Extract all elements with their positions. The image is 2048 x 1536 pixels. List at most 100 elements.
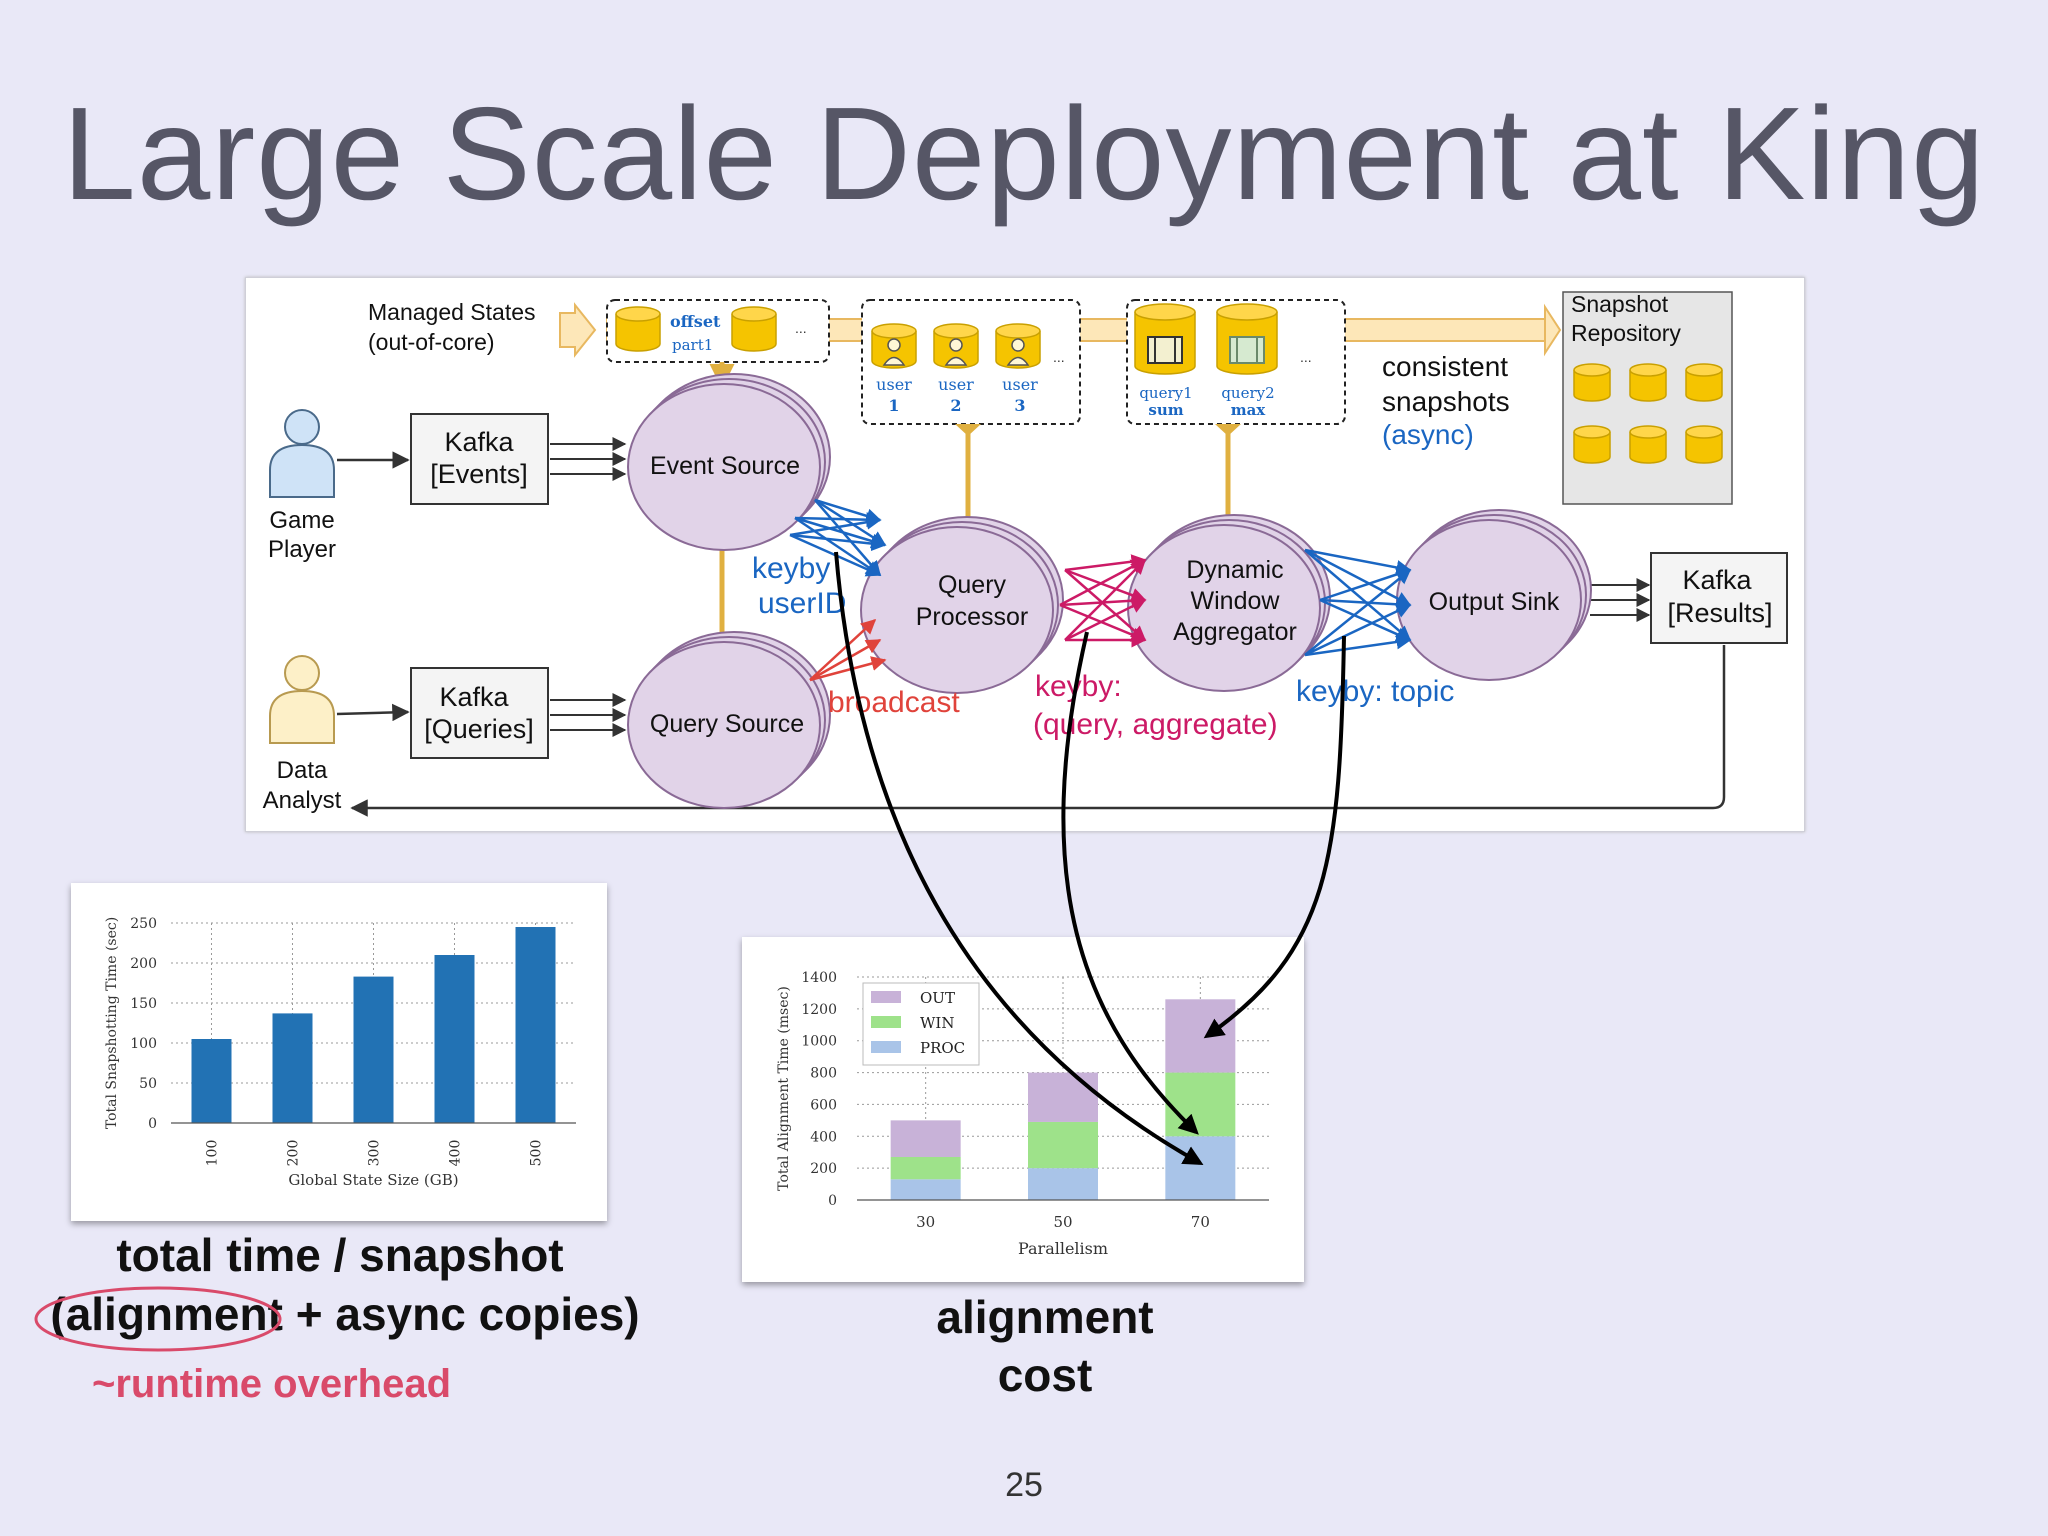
user3-label: user xyxy=(1002,375,1038,394)
stacked-bar-segment-win xyxy=(1028,1121,1098,1169)
results-to-analyst-arrow xyxy=(350,645,1726,817)
legend-swatch-proc xyxy=(871,1041,901,1053)
part-label: part1 xyxy=(672,336,713,354)
query1-agg: sum xyxy=(1148,401,1183,419)
query-aggregate-label: (query, aggregate) xyxy=(1033,708,1278,741)
legend-label-win: WIN xyxy=(920,1014,954,1032)
dwa-label-1: Dynamic xyxy=(1186,556,1283,584)
kafka-queries-box xyxy=(410,667,549,759)
alignment-circle xyxy=(34,1286,282,1352)
runtime-overhead-note: ~runtime overhead xyxy=(92,1362,452,1406)
y-axis-label: Total Alignment Time (msec) xyxy=(776,986,792,1191)
y-tick-label: 0 xyxy=(828,1193,837,1209)
x-tick-label: 100 xyxy=(205,1140,221,1167)
slide-title: Large Scale Deployment at King xyxy=(62,80,1986,227)
async-copies-text: + async copies) xyxy=(282,1288,640,1340)
game-player-sublabel: Player xyxy=(268,536,336,563)
user3-id: 3 xyxy=(1014,396,1025,415)
query-source-label: Query Source xyxy=(650,710,804,738)
data-analyst-label: Data xyxy=(277,757,328,784)
legend: OUT WIN PROC xyxy=(862,982,980,1066)
kafka-to-source-arrows xyxy=(550,437,1651,737)
kafka-events-box xyxy=(410,413,549,505)
data-analyst-icon xyxy=(269,655,335,744)
query1-label: query1 xyxy=(1139,384,1192,402)
legend-swatch-win xyxy=(871,1016,901,1028)
legend-label-out: OUT xyxy=(920,989,955,1007)
user1-id: 1 xyxy=(888,396,899,415)
kafka-events-title: Kafka xyxy=(444,427,514,457)
y-tick-label: 800 xyxy=(810,1066,837,1082)
userid-label: userID xyxy=(758,587,846,620)
async-label: (async) xyxy=(1382,419,1474,450)
ellipsis-label: ... xyxy=(1053,349,1065,365)
stacked-bar-segment-proc xyxy=(1028,1168,1098,1200)
kafka-events-topic: [Events] xyxy=(430,459,528,489)
managed-states-label: Managed States xyxy=(368,299,536,325)
y-axis-label: Total Snapshotting Time (sec) xyxy=(104,917,120,1129)
analyst-to-kafka-arrow xyxy=(336,703,410,722)
query-state-icons xyxy=(1134,303,1278,375)
offset-db-icon xyxy=(615,306,661,352)
keyby-query-aggregate-edges xyxy=(1059,554,1147,648)
query-processor-label: Query xyxy=(938,571,1007,599)
right-caption-line2: cost xyxy=(997,1349,1093,1401)
managed-states-sublabel: (out-of-core) xyxy=(368,329,495,355)
data-analyst-sublabel: Analyst xyxy=(263,787,342,814)
user-state-icons xyxy=(871,323,1041,369)
dwa-label-3: Aggregator xyxy=(1173,618,1297,646)
bar xyxy=(434,955,475,1123)
kafka-queries-title: Kafka xyxy=(439,682,509,712)
y-tick-label: 200 xyxy=(810,1161,837,1177)
right-caption-line1: alignment xyxy=(936,1291,1154,1343)
legend-label-proc: PROC xyxy=(920,1039,965,1057)
left-caption-line1: total time / snapshot xyxy=(116,1229,564,1281)
stacked-bar-segment-proc xyxy=(1165,1136,1236,1200)
kafka-queries-topic: [Queries] xyxy=(424,714,534,744)
legend-swatch-out xyxy=(871,991,901,1003)
y-tick-label: 600 xyxy=(810,1097,837,1113)
y-tick-label: 0 xyxy=(148,1116,157,1132)
x-tick-label: 400 xyxy=(448,1140,464,1167)
keyby-topic-label: keyby: topic xyxy=(1296,675,1454,708)
snapshots-label: snapshots xyxy=(1382,386,1510,417)
stacked-bar-segment-out xyxy=(1028,1072,1098,1122)
query2-agg: max xyxy=(1231,401,1267,419)
stacked-bar-segment-win xyxy=(890,1156,961,1180)
keyby-query-label: keyby: xyxy=(1035,670,1122,703)
query-source-operator xyxy=(627,631,831,809)
x-tick-label: 70 xyxy=(1191,1213,1210,1231)
x-tick-label: 500 xyxy=(529,1140,545,1167)
output-sink-label: Output Sink xyxy=(1429,588,1560,616)
y-tick-label: 150 xyxy=(130,996,157,1012)
y-tick-label: 1200 xyxy=(801,1002,837,1018)
keyby-userid-edges xyxy=(789,498,887,577)
game-player-icon xyxy=(269,409,335,498)
snapshot-repo-sublabel: Repository xyxy=(1571,320,1681,346)
broadcast-label: broadcast xyxy=(828,686,960,719)
stacked-bar-segment-proc xyxy=(890,1179,961,1200)
x-tick-label: 300 xyxy=(367,1140,383,1167)
kafka-results-topic: [Results] xyxy=(1667,598,1772,628)
kafka-results-title: Kafka xyxy=(1682,565,1752,595)
user2-label: user xyxy=(938,375,974,394)
ellipsis-label: ... xyxy=(795,320,807,336)
y-tick-label: 100 xyxy=(130,1036,157,1052)
event-source-label: Event Source xyxy=(650,452,800,480)
y-tick-label: 400 xyxy=(810,1129,837,1145)
bar xyxy=(191,1039,232,1123)
keyby-label: keyby xyxy=(752,552,830,585)
page-number: 25 xyxy=(1005,1466,1043,1504)
stacked-bar-segment-win xyxy=(1165,1072,1236,1137)
snapshot-repo-label: Snapshot xyxy=(1571,291,1669,317)
left-caption-line2: (alignment + async copies) xyxy=(30,1287,660,1341)
x-axis-label: Global State Size (GB) xyxy=(288,1171,458,1189)
kafka-results-box xyxy=(1650,552,1788,644)
bar xyxy=(515,927,556,1123)
y-tick-label: 1400 xyxy=(801,970,837,986)
